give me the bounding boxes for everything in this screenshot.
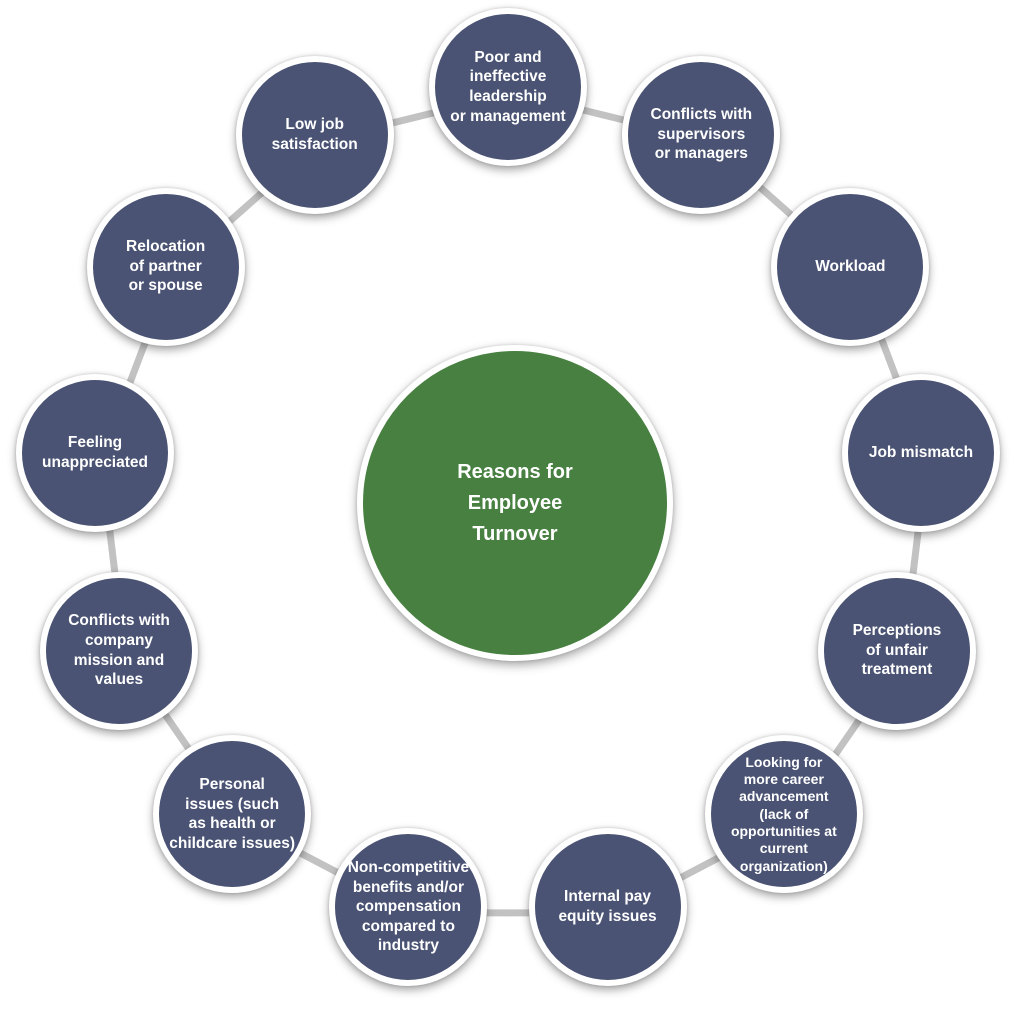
node-personal-issues: Personal issues (such as health or child… [153, 735, 312, 894]
node-conflicts-company-mission: Conflicts with company mission and value… [40, 571, 199, 730]
node-perceptions-unfair-treatment: Perceptions of unfair treatment [817, 571, 976, 730]
node-non-competitive-benefits: Non-competitive benefits and/or compensa… [329, 827, 488, 986]
node-feeling-unappreciated: Feeling unappreciated [16, 373, 175, 532]
node-low-job-satisfaction: Low job satisfaction [235, 55, 394, 214]
node-workload: Workload [771, 187, 930, 346]
node-job-mismatch: Job mismatch [841, 373, 1000, 532]
node-poor-ineffective-leadership: Poor and ineffective leadership or manag… [429, 8, 587, 166]
node-relocation-partner-spouse: Relocation of partner or spouse [86, 187, 245, 346]
node-looking-for-career-advancement: Looking for more career advancement (lac… [704, 735, 863, 894]
center-circle-reasons-for-employee-turnover: Reasons for Employee Turnover [357, 345, 673, 661]
node-conflicts-with-supervisors: Conflicts with supervisors or managers [622, 55, 781, 214]
node-internal-pay-equity: Internal pay equity issues [528, 827, 687, 986]
